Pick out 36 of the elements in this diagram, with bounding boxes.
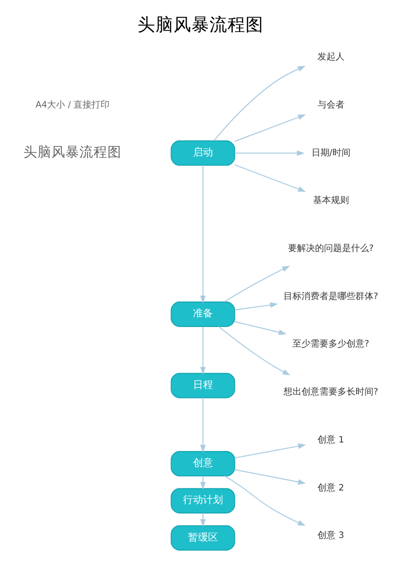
- arrow: [200, 397, 206, 453]
- arrow: [200, 326, 206, 375]
- arrow: [234, 302, 278, 310]
- label: A4大小 / 直接打印: [34, 100, 110, 110]
- arrow: [200, 512, 206, 527]
- node-box: 启动: [170, 140, 235, 166]
- node-text: 日期/时间: [310, 148, 350, 158]
- node-text: 想出创意需要多长时间?: [283, 388, 378, 398]
- arrow: [224, 476, 306, 526]
- arrow: [234, 321, 286, 335]
- arrow: [234, 443, 306, 458]
- arrow: [223, 266, 290, 302]
- arrow: [200, 476, 206, 490]
- diagram-title: 头脑风暴流程图: [137, 15, 263, 36]
- arrow: [212, 66, 306, 142]
- arrow: [200, 164, 206, 304]
- node-text: 至少需要多少创意?: [292, 340, 369, 350]
- label: 头脑风暴流程图: [23, 144, 122, 161]
- arrow: [234, 164, 306, 192]
- node-text: 创意 1: [317, 435, 344, 446]
- node-text: 与会者: [316, 100, 344, 110]
- node-text: 创意 2: [317, 483, 344, 494]
- arrow: [234, 469, 306, 485]
- node-box: 行动计划: [170, 488, 235, 514]
- node-text: 目标消费者是哪些群体?: [283, 292, 378, 302]
- node-text: 创意 3: [317, 531, 344, 542]
- node-text: 要解决的问题是什么?: [288, 244, 374, 254]
- arrow: [234, 114, 306, 142]
- node-box: 日程: [170, 372, 235, 398]
- arrow: [218, 326, 290, 376]
- node-box: 创意: [170, 451, 235, 476]
- node-box: 暂缓区: [170, 525, 235, 551]
- node-text: 发起人: [316, 52, 344, 63]
- arrow: [234, 150, 304, 156]
- node-box: 准备: [170, 302, 235, 327]
- node-text: 基本规则: [312, 196, 348, 206]
